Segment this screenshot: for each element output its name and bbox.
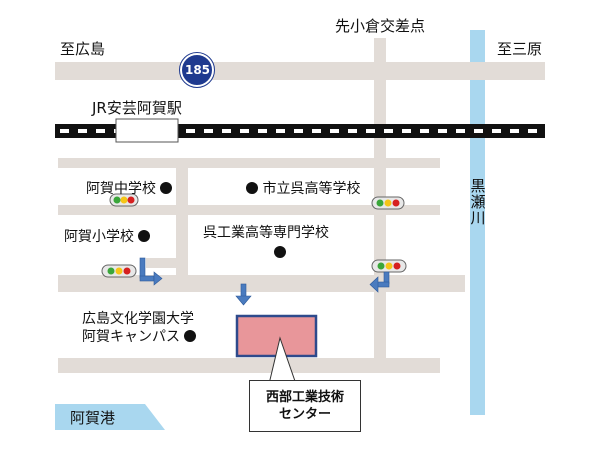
rail-dash [258, 129, 267, 133]
bunka-gakuen-line2-wrap: 阿賀キャンパス [82, 328, 197, 346]
river-label: 黒瀬川 [470, 177, 486, 227]
kure-high-name: 市立呉高等学校 [262, 181, 361, 197]
school-marker [184, 330, 197, 342]
rail-dash [510, 129, 519, 133]
rail-dash [96, 129, 105, 133]
school-marker [138, 230, 151, 242]
road-h-north [58, 158, 440, 168]
rail-dash [528, 129, 537, 133]
port-label: 阿賀港 [70, 409, 116, 427]
rail-dash [492, 129, 501, 133]
school-marker [160, 182, 173, 194]
direction-sakogura-intersection: 先小倉交差点 [335, 17, 426, 35]
rail-dash [348, 129, 357, 133]
rail-dash [240, 129, 249, 133]
rail-dash [402, 129, 411, 133]
kure-high-label: 市立呉高等学校 [246, 181, 360, 197]
kure-tech-college-label: 呉工業高等専門学校 [203, 225, 329, 241]
rail-dash [474, 129, 483, 133]
kure-tech-college-name: 呉工業高等専門学校 [203, 225, 329, 241]
road-v-link [146, 258, 188, 268]
bunka-gakuen-line1: 広島文化学園大学 [82, 311, 194, 327]
arrow-down-center [235, 283, 252, 306]
traffic-light-2 [371, 196, 405, 210]
bunka-gakuen-label: 広島文化学園大学 阿賀キャンパス [82, 310, 197, 346]
school-marker [246, 182, 258, 194]
kure-tech-college-marker [274, 246, 286, 258]
target-name-line2: センター [278, 407, 331, 422]
arrow-turn-left-east [369, 271, 390, 293]
rail-dash [78, 129, 87, 133]
rail-dash [204, 129, 213, 133]
direction-misanbara: 至三原 [497, 40, 543, 58]
target-callout: 西部工業技術 センター [249, 380, 361, 432]
rail-dash [438, 129, 447, 133]
traffic-light-1 [109, 193, 139, 207]
rail-dash [186, 129, 195, 133]
target-building [235, 314, 318, 358]
aga-junior-high-name: 阿賀中学校 [86, 181, 156, 197]
traffic-light-4 [371, 259, 407, 273]
road-h-main-south [58, 275, 465, 292]
traffic-light-3 [101, 264, 137, 278]
direction-hiroshima: 至広島 [60, 40, 106, 58]
rail-dash [384, 129, 393, 133]
rail-dash [366, 129, 375, 133]
aga-elementary-label: 阿賀小学校 [64, 229, 151, 245]
rail-dash [276, 129, 285, 133]
route-shield [179, 52, 215, 88]
aga-elementary-name: 阿賀小学校 [64, 229, 134, 245]
rail-dash [456, 129, 465, 133]
rail-dash [330, 129, 339, 133]
road-main-national [55, 62, 545, 80]
aga-junior-high-label: 阿賀中学校 [86, 181, 173, 197]
route-number: 185 [184, 63, 211, 77]
bunka-gakuen-line2: 阿賀キャンパス [82, 329, 180, 345]
station-label: JR安芸阿賀駅 [92, 99, 182, 117]
rail-dash [420, 129, 429, 133]
station-platform [115, 118, 179, 143]
road-h-mid [58, 205, 440, 215]
rail-dash [60, 129, 69, 133]
arrow-turn-right-west [139, 257, 163, 286]
target-name-line1: 西部工業技術 [265, 390, 344, 405]
road-v-west [176, 160, 188, 290]
road-h-bottom [58, 358, 440, 373]
rail-dash [312, 129, 321, 133]
rail-dash [222, 129, 231, 133]
rail-dash [294, 129, 303, 133]
port-area [55, 404, 165, 430]
